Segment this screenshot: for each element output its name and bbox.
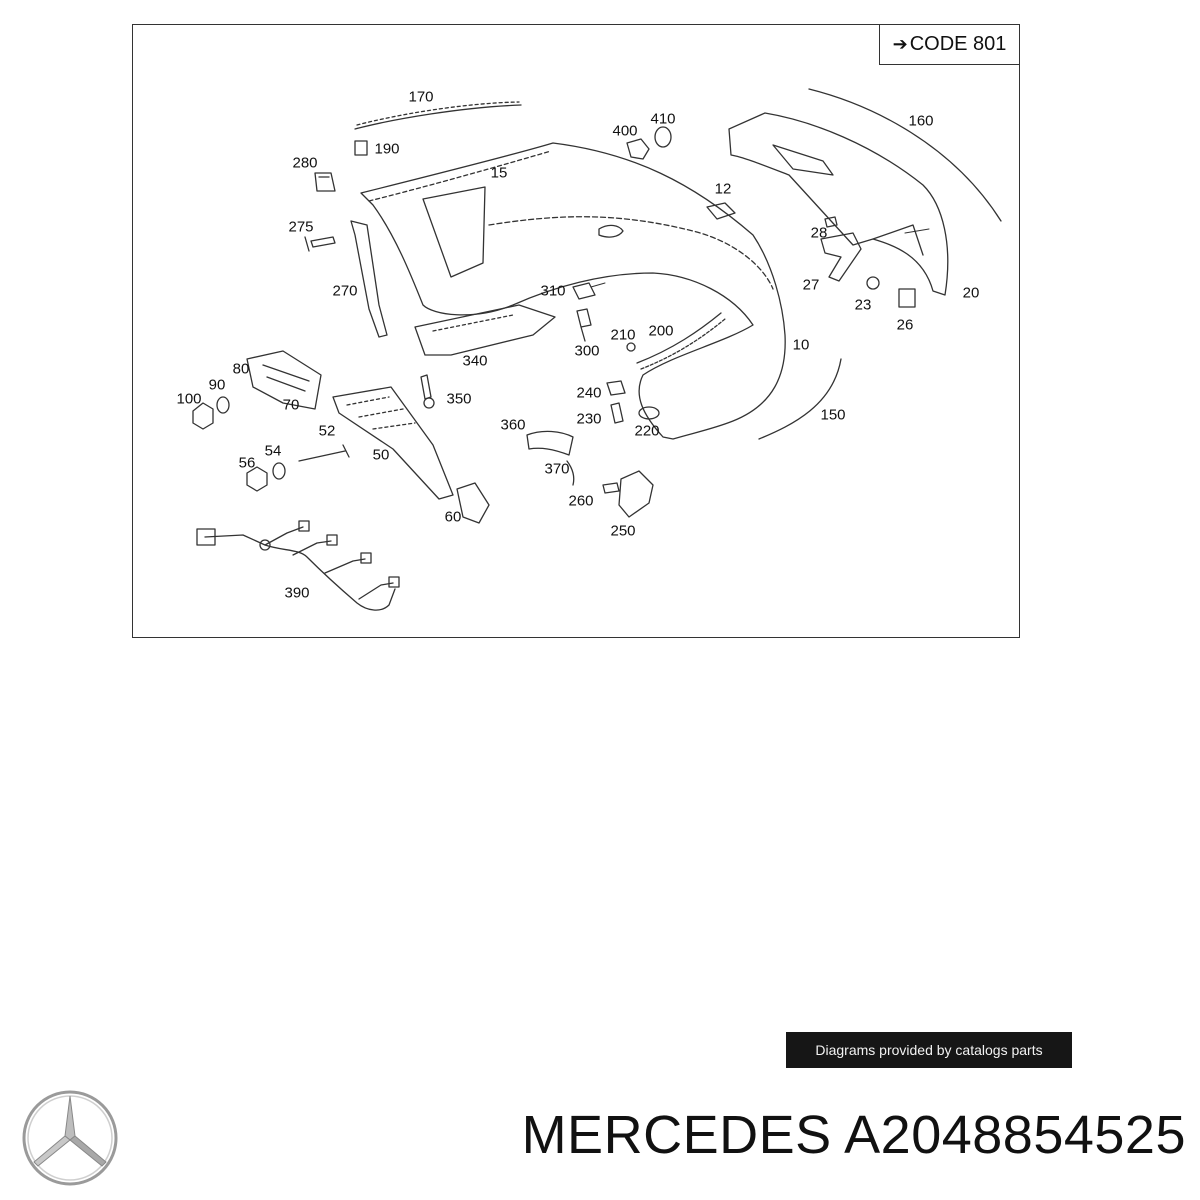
part-70-bracket	[246, 350, 322, 410]
callout-250: 250	[610, 522, 636, 540]
part-210-clip	[626, 342, 636, 352]
callout-80: 80	[232, 360, 250, 378]
part-54-washer	[272, 462, 286, 480]
callout-260: 260	[568, 492, 594, 510]
callout-370: 370	[544, 460, 570, 478]
part-200-trim	[636, 312, 722, 364]
callout-300: 300	[574, 342, 600, 360]
callout-160: 160	[908, 112, 934, 130]
part-220-grommet	[638, 406, 660, 420]
part-100-nut	[192, 402, 214, 430]
part-230-screw	[610, 402, 624, 424]
callout-70: 70	[282, 396, 300, 414]
part-310-clip	[572, 282, 596, 300]
code-label-box: ➔ CODE 801	[879, 25, 1019, 65]
part-60-bracket	[456, 482, 490, 524]
part-28-screw	[824, 216, 838, 228]
mercedes-star-icon	[22, 1090, 118, 1186]
callout-28: 28	[810, 224, 828, 242]
part-number-title: MERCEDES A2048854525	[521, 1105, 1186, 1165]
callout-200: 200	[648, 322, 674, 340]
callout-12: 12	[714, 180, 732, 198]
code-label: CODE 801	[909, 33, 1007, 55]
callout-310: 310	[540, 282, 566, 300]
part-20-diffuser	[728, 112, 949, 296]
part-370-flap	[566, 460, 575, 486]
callout-90: 90	[208, 376, 226, 394]
part-23-screw	[866, 276, 880, 290]
part-12-plug	[706, 202, 736, 220]
callout-50: 50	[372, 446, 390, 464]
part-350-screw	[420, 374, 432, 400]
part-280-bracket	[314, 172, 336, 192]
callout-275: 275	[288, 218, 314, 236]
part-360-flap	[526, 430, 574, 456]
part-90-washer	[216, 396, 230, 414]
callout-23: 23	[854, 296, 872, 314]
part-270-bracket	[350, 220, 388, 338]
part-240-clip	[606, 380, 626, 396]
diagram-drawing	[192, 88, 1002, 611]
part-50-beam	[332, 386, 454, 500]
part-170-trim-strip	[354, 104, 522, 130]
part-390-harness	[204, 534, 396, 611]
part-300-screw	[576, 308, 592, 342]
part-160-trim	[808, 88, 1002, 222]
parts-diagram: ➔ CODE 801 170 190 280 15 400 410 160 12…	[132, 24, 1020, 638]
callout-15: 15	[490, 164, 508, 182]
callout-400: 400	[612, 122, 638, 140]
callout-410: 410	[650, 110, 676, 128]
callout-60: 60	[444, 508, 462, 526]
part-56-nut	[246, 466, 268, 492]
callout-350: 350	[446, 390, 472, 408]
callout-240: 240	[576, 384, 602, 402]
part-27-bracket	[820, 232, 862, 282]
callout-220: 220	[634, 422, 660, 440]
callout-54: 54	[264, 442, 282, 460]
callout-390: 390	[284, 584, 310, 602]
callout-100: 100	[176, 390, 202, 408]
part-260-screw	[602, 482, 620, 494]
callout-52: 52	[318, 422, 336, 440]
part-250-mudflap	[618, 470, 654, 518]
callout-56: 56	[238, 454, 256, 472]
part-340-undertray	[414, 304, 556, 356]
part-190-clip	[354, 140, 368, 156]
callout-27: 27	[802, 276, 820, 294]
part-52-bolt	[298, 444, 350, 462]
part-410-ring	[654, 126, 672, 148]
part-26-clip	[898, 288, 916, 308]
callout-360: 360	[500, 416, 526, 434]
part-275-fastener	[304, 236, 336, 252]
callout-190: 190	[374, 140, 400, 158]
callout-26: 26	[896, 316, 914, 334]
callout-280: 280	[292, 154, 318, 172]
callout-230: 230	[576, 410, 602, 428]
callout-150: 150	[820, 406, 846, 424]
callout-10: 10	[792, 336, 810, 354]
diagram-credit-text: Diagrams provided by catalogs parts	[815, 1042, 1043, 1058]
part-150-strip	[758, 358, 842, 440]
callout-340: 340	[462, 352, 488, 370]
diagram-credit-badge: Diagrams provided by catalogs parts	[786, 1032, 1072, 1068]
callout-210: 210	[610, 326, 636, 344]
part-400-sensor	[626, 138, 650, 160]
callout-20: 20	[962, 284, 980, 302]
arrow-right-icon: ➔	[892, 34, 908, 54]
callout-170: 170	[408, 88, 434, 106]
callout-270: 270	[332, 282, 358, 300]
